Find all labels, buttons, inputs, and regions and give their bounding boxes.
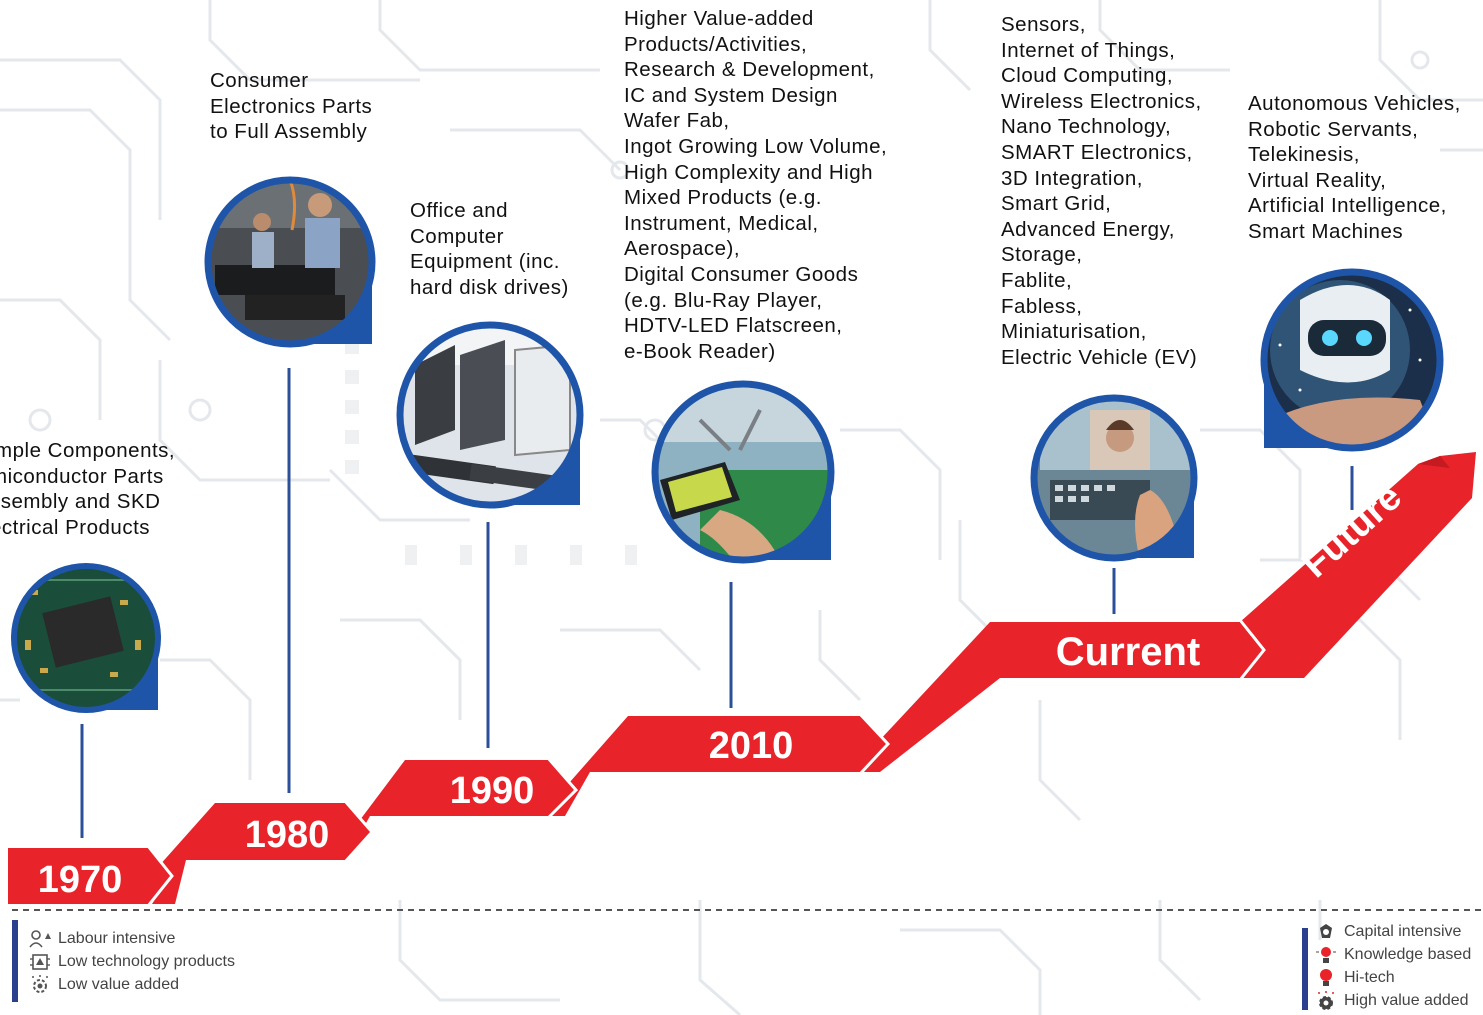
desc-1990: Office and Computer Equipment (inc. hard… bbox=[410, 199, 569, 299]
year-label-1970: 1970 bbox=[38, 859, 123, 901]
bulb-icon bbox=[1314, 968, 1338, 988]
pin-current bbox=[1030, 394, 1198, 562]
pin-1990 bbox=[396, 321, 584, 509]
labour-icon bbox=[28, 929, 52, 949]
legend-item: Low technology products bbox=[28, 950, 235, 973]
legend-label: High value added bbox=[1344, 991, 1469, 1009]
legend-right-bar bbox=[1302, 928, 1308, 1010]
pin-2010 bbox=[651, 380, 835, 564]
desc-current: Sensors, Internet of Things, Cloud Compu… bbox=[1001, 13, 1202, 369]
year-label-1990: 1990 bbox=[450, 770, 535, 812]
legend-left-bar bbox=[12, 920, 18, 1002]
year-label-2010: 2010 bbox=[709, 725, 794, 767]
capital-icon bbox=[1314, 922, 1338, 942]
legend-label: Low technology products bbox=[58, 952, 235, 970]
pin-1980 bbox=[204, 176, 376, 348]
timeline-ribbon bbox=[8, 452, 1476, 907]
desc-1980: Consumer Electronics Parts to Full Assem… bbox=[210, 69, 373, 144]
legend-item: Labour intensive bbox=[28, 927, 235, 950]
gear-icon bbox=[1314, 990, 1338, 1011]
legend-label: Knowledge based bbox=[1344, 945, 1472, 963]
desc-1970: imple Components, miconductor Parts ssem… bbox=[0, 439, 176, 539]
stems bbox=[80, 368, 1354, 838]
legend-item: Hi-tech bbox=[1314, 966, 1471, 989]
year-label-1980: 1980 bbox=[245, 814, 330, 856]
legend-left: Labour intensive Low technology products… bbox=[28, 927, 235, 996]
chip-icon bbox=[28, 952, 52, 972]
legend-item: Knowledge based bbox=[1314, 943, 1471, 966]
legend-label: Hi-tech bbox=[1344, 968, 1395, 986]
legend-label: Capital intensive bbox=[1344, 922, 1462, 940]
legend-item: High value added bbox=[1314, 989, 1471, 1012]
pin-future bbox=[1260, 268, 1444, 452]
pin-1970 bbox=[11, 563, 161, 713]
year-label-current: Current bbox=[1056, 630, 1200, 674]
legend-label: Low value added bbox=[58, 975, 179, 993]
desc-2010: Higher Value-added Products/Activities, … bbox=[624, 7, 888, 363]
legend-label: Labour intensive bbox=[58, 929, 176, 947]
legend-item: Low value added bbox=[28, 973, 235, 996]
gear-icon bbox=[28, 974, 52, 995]
legend-right: Capital intensive Knowledge based Hi-tec… bbox=[1314, 920, 1471, 1012]
legend-item: Capital intensive bbox=[1314, 920, 1471, 943]
desc-future: Autonomous Vehicles, Robotic Servants, T… bbox=[1248, 92, 1461, 243]
brain-bulb-icon bbox=[1314, 945, 1338, 965]
